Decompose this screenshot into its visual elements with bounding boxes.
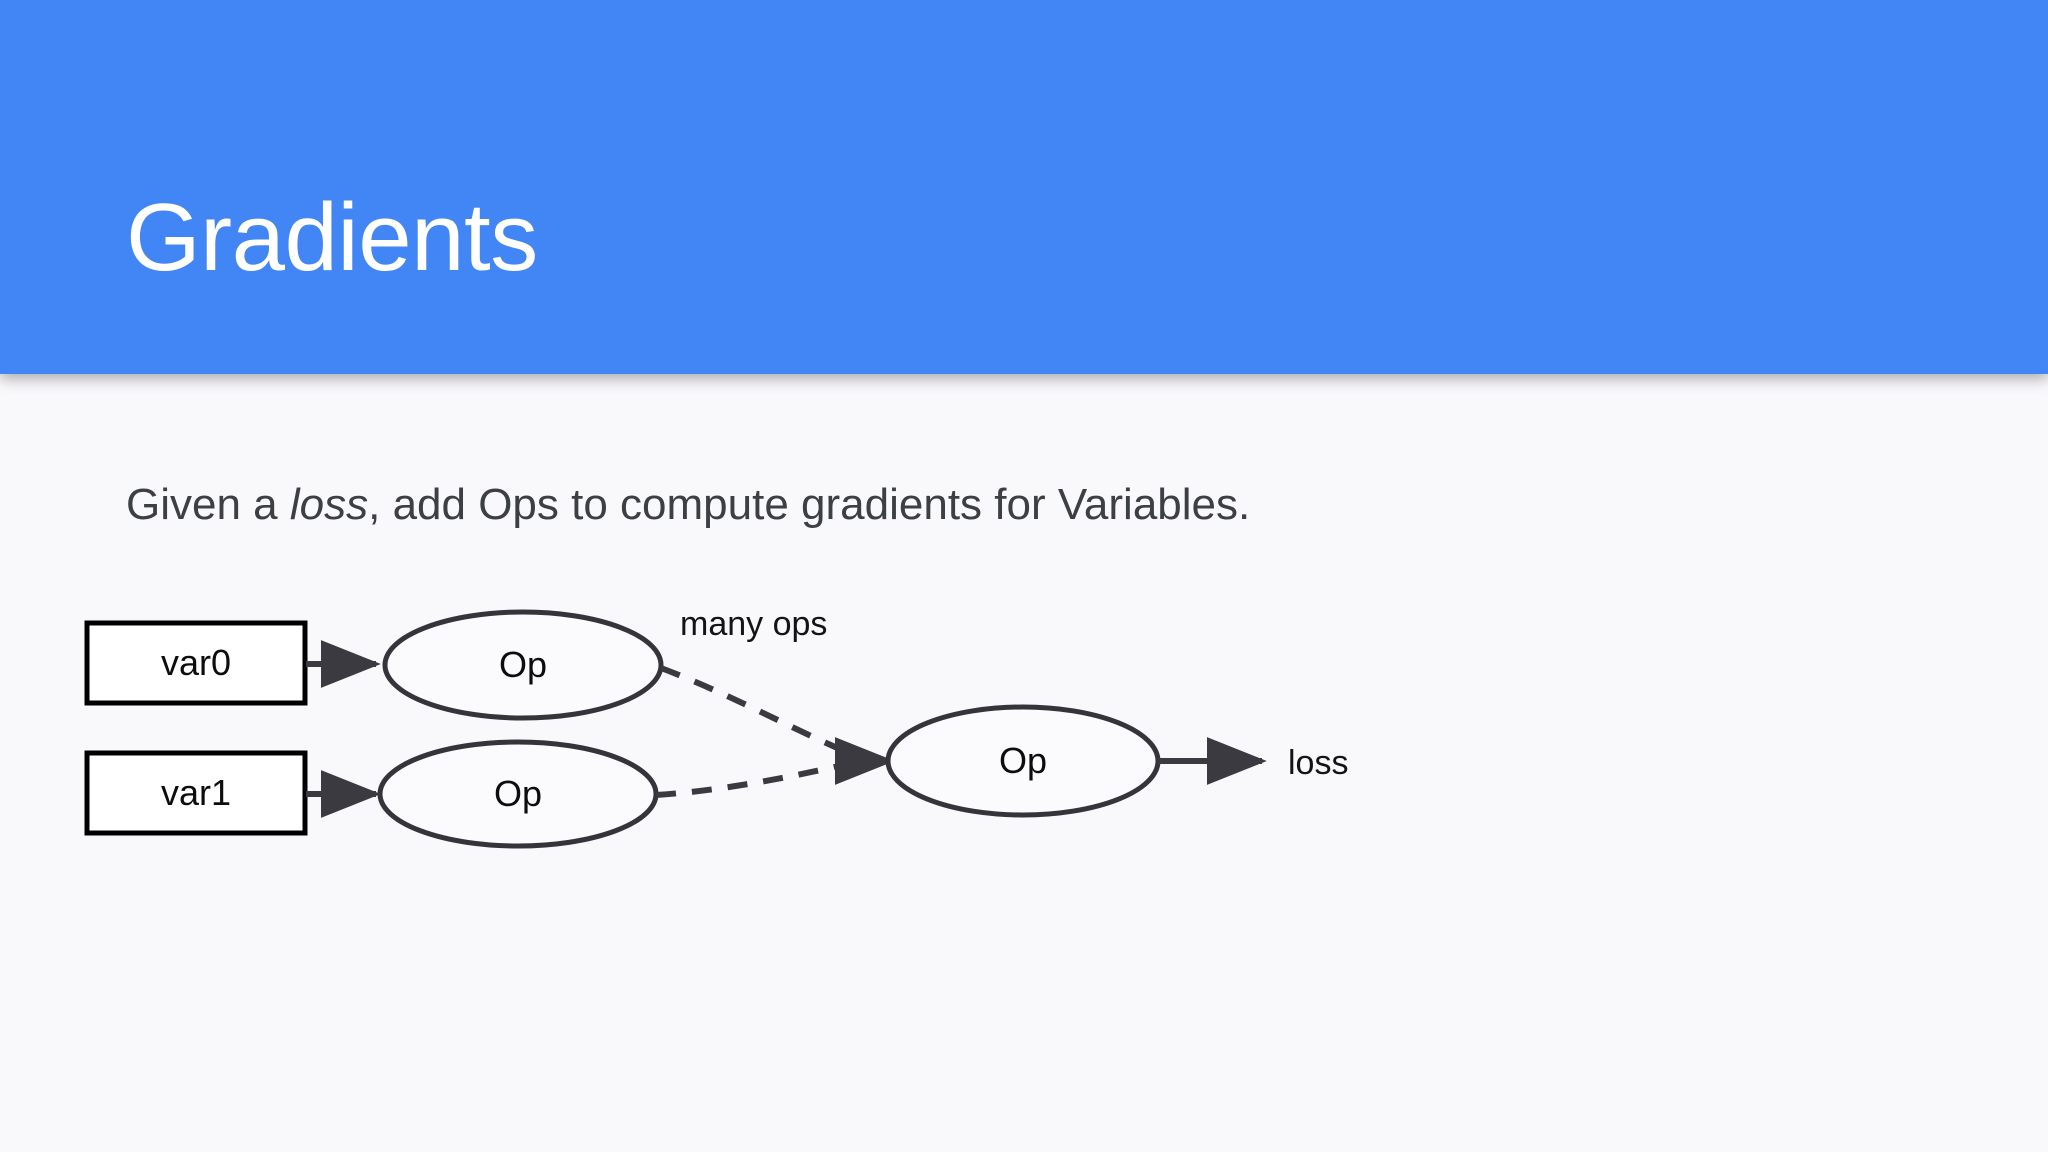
node-var0[interactable]: var0 <box>84 620 308 706</box>
op-top-label: Op <box>499 644 547 685</box>
gradients-graph-diagram: var0 var1 Op Op <box>60 594 1480 894</box>
subtitle-text: Given a loss, add Ops to compute gradien… <box>126 476 1250 533</box>
node-op-loss[interactable]: Op <box>885 704 1161 818</box>
var0-label: var0 <box>161 642 231 683</box>
op-bottom-label: Op <box>494 773 542 814</box>
var0-box-shape <box>84 620 308 706</box>
op-loss-label: Op <box>999 740 1047 781</box>
var1-box-shape <box>84 750 308 836</box>
loss-output-label: loss <box>1288 744 1348 782</box>
graph-svg: var0 var1 Op Op <box>84 605 1348 849</box>
edge-op-top-to-op-loss-dashed <box>659 665 868 763</box>
slide-body: Given a loss, add Ops to compute gradien… <box>0 374 2048 1152</box>
op-top-ellipse-shape <box>382 609 664 721</box>
subtitle-after: , add Ops to compute gradients for Varia… <box>368 480 1251 529</box>
edge-op-bottom-to-op-loss-dashed <box>655 757 867 798</box>
node-op-top[interactable]: Op <box>382 609 664 721</box>
subtitle-before: Given a <box>126 480 290 529</box>
edge-label-many-ops: many ops <box>680 605 827 643</box>
node-var1[interactable]: var1 <box>84 750 308 836</box>
slide-header-band: Gradients <box>0 0 2048 374</box>
node-op-bottom[interactable]: Op <box>377 739 659 849</box>
page-title: Gradients <box>126 184 538 291</box>
subtitle-emphasis-loss: loss <box>289 480 369 529</box>
var1-label: var1 <box>161 772 231 813</box>
